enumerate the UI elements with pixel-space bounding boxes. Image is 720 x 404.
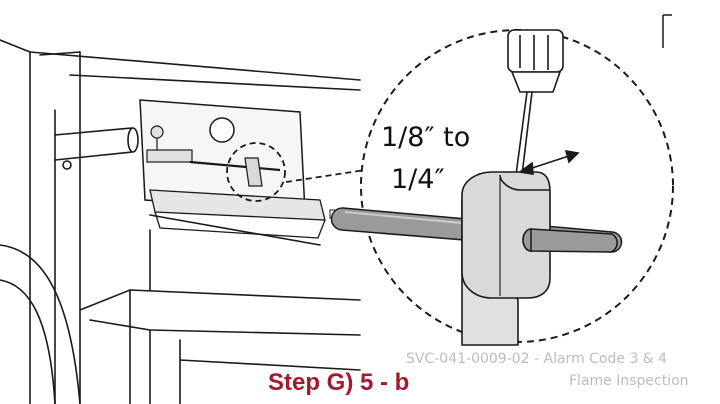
document-subtitle: Flame Inspection (569, 373, 689, 389)
gap-dimension-line1: 1/8″ to (381, 122, 471, 153)
callout-leader (285, 169, 366, 183)
step-label: Step G) 5 - b (268, 369, 410, 396)
gap-dimension-line2: 1/4″ (391, 164, 445, 195)
corner-mark (662, 14, 672, 48)
igniter-rod-tip (530, 228, 618, 253)
appliance-housing (0, 39, 361, 404)
document-reference: SVC-041-0009-02 - Alarm Code 3 & 4 (406, 351, 668, 367)
cover-plate (139, 99, 339, 239)
gap-dimension-arrow (517, 150, 580, 175)
screwdriver (507, 29, 564, 176)
detail-marker (226, 142, 286, 202)
igniter-assembly-small (146, 125, 281, 187)
